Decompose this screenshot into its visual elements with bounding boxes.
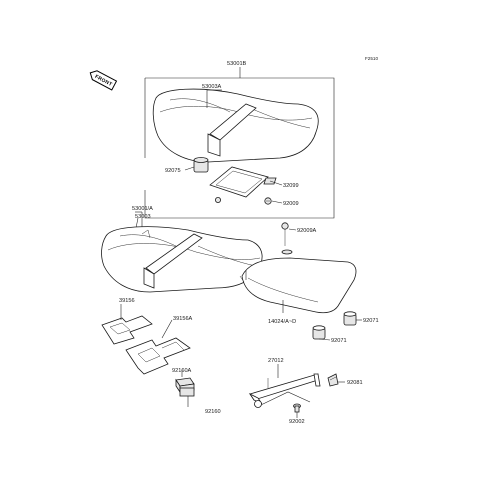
label-53003[interactable]: 53003 (135, 214, 151, 220)
label-92160[interactable]: 92160 (205, 409, 221, 415)
damper-92071-a[interactable] (343, 311, 357, 326)
label-39156[interactable]: 39156 (119, 298, 135, 304)
label-92081[interactable]: 92081 (347, 380, 363, 386)
bolt-92002[interactable] (293, 403, 301, 413)
label-39156A[interactable]: 39156A (173, 316, 193, 322)
screw-92009[interactable] (264, 197, 272, 205)
pad-39156[interactable] (101, 315, 153, 345)
front-arrow-icon: FRONT (89, 70, 118, 91)
seat-assembly-box-upper (144, 77, 335, 219)
screw-92009A[interactable] (281, 222, 293, 255)
label-92009[interactable]: 92009 (283, 201, 299, 207)
pad-39156A[interactable] (125, 337, 191, 375)
label-92160A[interactable]: 92160A (172, 368, 192, 374)
label-92071-a[interactable]: 92071 (363, 318, 379, 324)
label-92009A[interactable]: 92009A (297, 228, 317, 234)
label-92075[interactable]: 92075 (165, 168, 181, 174)
label-92002[interactable]: 92002 (289, 419, 305, 425)
clip-92081[interactable] (327, 373, 339, 387)
label-53001B[interactable]: 53001B (227, 61, 247, 67)
label-27012[interactable]: 27012 (268, 358, 284, 364)
diagram-code: F2510 (365, 56, 378, 61)
label-14024[interactable]: 14024/A~D (268, 319, 296, 325)
label-53001A[interactable]: 53001/A (132, 206, 153, 212)
bracket-27012[interactable] (248, 373, 321, 408)
screw-92009-b[interactable] (214, 196, 221, 203)
damper-92071-b[interactable] (312, 325, 326, 340)
tail-cover-14024[interactable] (239, 257, 357, 314)
lower-seat-drawing[interactable] (101, 226, 263, 293)
label-92071-b[interactable]: 92071 (331, 338, 347, 344)
block-92160[interactable] (179, 387, 195, 397)
tray-32099[interactable] (209, 166, 277, 198)
label-32099[interactable]: 32099 (283, 183, 299, 189)
damper-92075[interactable] (193, 157, 209, 173)
upper-seat-drawing[interactable] (152, 88, 319, 163)
label-53003A[interactable]: 53003A (202, 84, 222, 90)
